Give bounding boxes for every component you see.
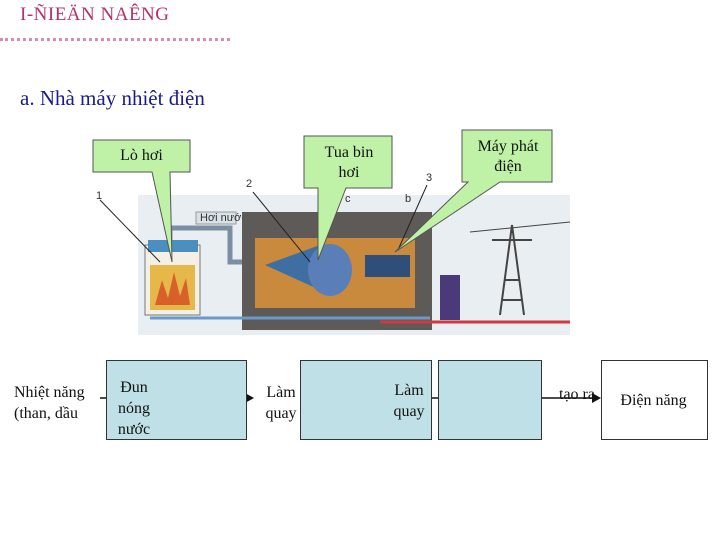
- flow-step2: Làm quay: [258, 382, 304, 424]
- pylon-icon: [492, 224, 532, 316]
- flow-step3-line2: quay: [393, 403, 425, 420]
- photo-label-b: b: [405, 193, 411, 205]
- arrowhead-2: [245, 393, 254, 403]
- turbine-rotor: [265, 245, 320, 290]
- flow-start-line1: Nhiệt năng: [14, 384, 85, 401]
- callout-turbine: [303, 135, 393, 261]
- callout-boiler: [92, 139, 191, 263]
- section-heading: I-ÑIEÄN NAÊNG: [20, 4, 170, 25]
- flame-icon: [155, 272, 190, 305]
- number-2: 2: [246, 178, 253, 190]
- callout-generator-label: Máy phát điện: [477, 138, 539, 175]
- dotted-divider: [0, 38, 230, 41]
- flow-step3: Làm quay: [386, 380, 432, 422]
- flow-box-turbine: [300, 360, 432, 440]
- steam-tag: [195, 211, 237, 225]
- callout-turbine-label: Tua bin hơi: [324, 144, 374, 181]
- leader-line-1: [99, 199, 161, 263]
- transformer: [440, 275, 460, 320]
- flow-start: Nhiệt năng (than, dầu: [14, 382, 100, 424]
- arrowhead-5: [592, 393, 601, 403]
- flow-step1-line3: nước: [117, 421, 151, 438]
- flow-step1: Đun nóng nước: [108, 377, 160, 440]
- leader-line-2: [252, 191, 311, 263]
- flow-end: Điện năng: [620, 392, 687, 409]
- power-line: [469, 221, 571, 233]
- flow-step4: tạo ra: [559, 386, 595, 403]
- flow-box-output: [601, 360, 708, 440]
- flow-box-heat: [106, 360, 247, 440]
- photo-label-c: c: [345, 193, 351, 205]
- flow-step2-line1: Làm: [266, 384, 296, 401]
- turbine-casing: [308, 244, 352, 296]
- number-3: 3: [426, 172, 433, 184]
- flow-box-generator: [438, 360, 542, 440]
- leader-line-3: [397, 184, 428, 251]
- flow-start-line2: (than, dầu: [14, 405, 78, 422]
- callout-generator: [394, 129, 553, 253]
- boiler-water: [148, 240, 198, 252]
- callout-boiler-label: Lò hơi: [120, 147, 163, 164]
- steam-label: Hơi nước: [200, 212, 247, 224]
- subtitle: a. Nhà máy nhiệt điện: [20, 86, 205, 110]
- flow-step3-line1: Làm: [394, 382, 424, 399]
- flow-step1-line2: nóng: [118, 400, 150, 417]
- flow-step2-line2: quay: [265, 405, 297, 422]
- flow-step1-line1: Đun: [120, 379, 148, 396]
- number-1: 1: [96, 190, 103, 202]
- generator-body: [365, 255, 410, 277]
